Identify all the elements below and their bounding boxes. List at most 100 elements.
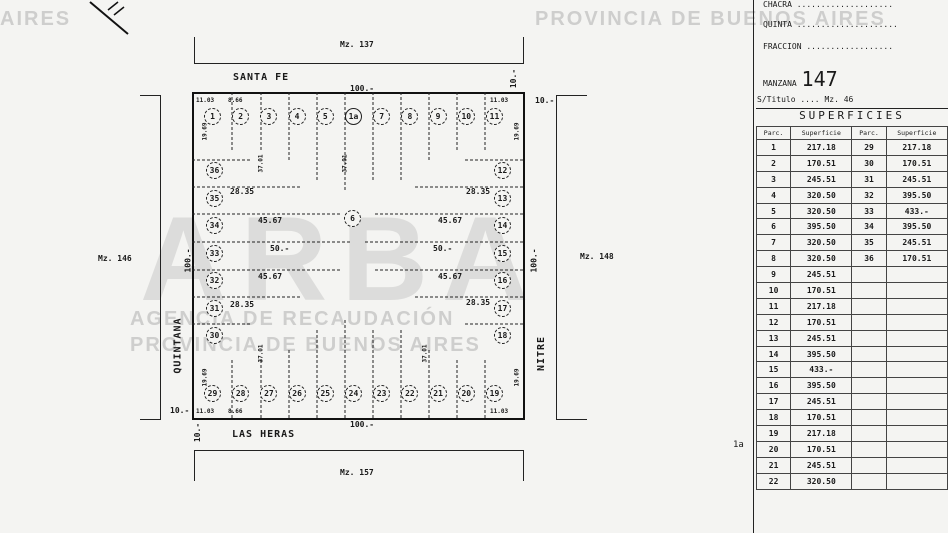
parcel-number-cell — [851, 329, 887, 347]
surface-cell: 320.50 — [790, 472, 853, 490]
street-north: SANTA FE — [233, 72, 290, 83]
parcel-number-cell — [851, 266, 887, 284]
parcel-circle-11: 11 — [486, 108, 503, 125]
parcel-circle-20: 20 — [457, 385, 475, 402]
parcel-number-cell — [851, 313, 887, 331]
parcel-circle-32: 32 — [206, 272, 223, 289]
surface-cell: 217.18 — [790, 425, 853, 442]
surface-cell — [885, 425, 948, 442]
parcel-number-cell — [851, 282, 887, 299]
parcel-number-cell: 9 — [755, 266, 792, 284]
surface-cell — [885, 345, 948, 363]
surface-cell: 320.50 — [790, 202, 853, 220]
parcel-number-cell: 34 — [851, 218, 887, 236]
dim-3701-1: 37.01 — [257, 154, 265, 173]
parcel-circle-23: 23 — [373, 385, 391, 402]
parcel-circle-18: 18 — [494, 327, 511, 344]
parcel-number-cell — [851, 409, 887, 427]
parcel-number-cell — [851, 472, 887, 490]
parcel-number-cell: 17 — [755, 393, 792, 411]
north-arrow-icon — [89, 1, 129, 35]
surface-cell: 395.50 — [790, 377, 853, 395]
dim-side-1969-tl: 19.69 — [201, 122, 209, 141]
surface-cell — [885, 409, 948, 427]
dim-corner-1103-tr: 11.03 — [490, 97, 509, 104]
dim-top: 100.- — [350, 84, 375, 93]
table-title: SUPERFICIES — [756, 108, 948, 122]
info-panel — [753, 0, 948, 533]
parcel-number-cell: 12 — [755, 313, 792, 331]
dim-corner-tr2: 10.- — [509, 68, 519, 89]
surface-cell: 170.51 — [790, 282, 853, 299]
dim-side-1969-br: 19.69 — [513, 368, 521, 387]
surface-cell: 170.51 — [790, 313, 853, 331]
neighbor-block-east — [556, 95, 587, 420]
parcel-number-cell: 21 — [755, 456, 792, 474]
surface-cell: 395.50 — [790, 345, 853, 363]
dim-side-3: 28.35 — [230, 300, 255, 309]
dim-depth-1: 45.67 — [258, 216, 283, 225]
surface-cell: 320.50 — [790, 186, 853, 204]
parcel-number-cell: 33 — [851, 202, 887, 220]
parcel-number-cell: 13 — [755, 329, 792, 347]
dim-right: 100.- — [529, 248, 539, 273]
parcel-circle-26: 26 — [288, 385, 306, 402]
surface-cell: 245.51 — [885, 234, 948, 252]
parcel-circle-19: 19 — [486, 385, 503, 402]
neighbor-block-west — [140, 95, 161, 420]
col-parc-2: Parc. — [851, 126, 887, 140]
surface-cell — [885, 377, 948, 395]
surface-cell: 170.51 — [885, 154, 948, 172]
parcel-circle-1a: 1a — [345, 108, 362, 125]
parcel-circle-25: 25 — [316, 385, 334, 402]
parcel-circle-1: 1 — [204, 108, 221, 125]
surface-cell — [885, 361, 948, 379]
surface-cell: 320.50 — [790, 234, 853, 252]
dim-side-4: 28.35 — [466, 298, 491, 307]
side-note-1a: 1a — [733, 440, 744, 450]
parcel-number-cell: 2 — [755, 154, 792, 172]
parcel-number-cell — [851, 456, 887, 474]
parcel-circle-7: 7 — [373, 108, 391, 125]
parcel-circle-15: 15 — [494, 244, 511, 262]
parcel-circle-24: 24 — [345, 385, 362, 402]
surface-cell: 217.18 — [790, 139, 853, 156]
parcel-circle-6: 6 — [344, 210, 361, 227]
parcel-number-cell: 11 — [755, 297, 792, 315]
surface-cell — [885, 393, 948, 411]
parcel-number-cell: 30 — [851, 154, 887, 172]
surface-cell — [885, 313, 948, 331]
parcel-circle-31: 31 — [206, 299, 223, 317]
parcel-number-cell — [851, 440, 887, 458]
col-sup-2: Superficie — [885, 126, 948, 140]
dim-side-2: 28.35 — [466, 187, 491, 196]
parcel-number-cell: 20 — [755, 440, 792, 458]
parcel-circle-17: 17 — [494, 299, 511, 317]
parcel-number-cell: 10 — [755, 282, 792, 299]
parcel-number-cell: 36 — [851, 250, 887, 268]
dim-side-1969-tr: 19.69 — [513, 122, 521, 141]
header-manzana: MANZANA 147 — [763, 67, 838, 91]
street-south: LAS HERAS — [232, 429, 296, 440]
surface-cell: 245.51 — [790, 393, 853, 411]
parcel-number-cell: 31 — [851, 170, 887, 188]
neighbor-label-west: Mz. 146 — [98, 254, 132, 263]
dim-3701-2: 37.01 — [341, 154, 349, 173]
parcel-number-cell: 8 — [755, 250, 792, 268]
parcel-circle-9: 9 — [429, 108, 447, 125]
neighbor-block-south — [194, 450, 524, 481]
neighbor-label-east: Mz. 148 — [580, 252, 614, 261]
surface-cell: 217.18 — [885, 139, 948, 156]
header-titulo: S/Titulo .... Mz. 46 — [757, 95, 854, 104]
